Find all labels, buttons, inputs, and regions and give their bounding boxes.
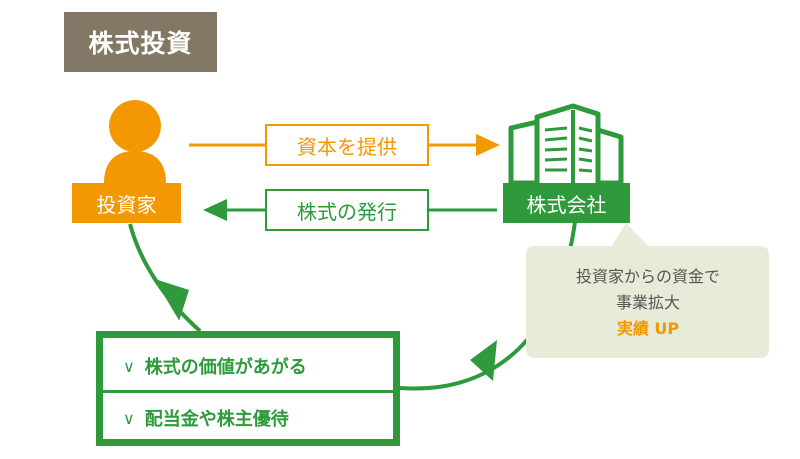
company-label: 株式会社 (503, 183, 630, 223)
cycle-arrowhead-right (470, 340, 497, 381)
issue-flow-label: 株式の発行 (265, 189, 429, 231)
page-title: 株式投資 (64, 12, 217, 72)
callout-bubble (526, 223, 769, 358)
callout-highlight: 実績 UP (616, 319, 680, 338)
cycle-arc-left (128, 223, 202, 333)
check-mark-icon: ∨ (123, 408, 135, 428)
issue-arrowhead (203, 199, 227, 221)
benefit-box: ∨ 株式の価値があがる ∨ 配当金や株主優待 (96, 331, 400, 446)
callout: 投資家からの資金で 事業拡大 実績 UP (527, 248, 769, 358)
company-building-icon (508, 103, 624, 186)
benefit-item: ∨ 配当金や株主優待 (103, 394, 393, 442)
check-mark-icon: ∨ (123, 356, 135, 376)
capital-arrowhead (476, 134, 500, 156)
investor-label: 投資家 (72, 183, 181, 223)
benefit-text: 配当金や株主優待 (144, 409, 289, 430)
cycle-arrowhead-left (154, 278, 190, 321)
callout-line-1: 投資家からの資金で (575, 267, 720, 286)
investor-person-icon (104, 100, 166, 183)
benefit-text: 株式の価値があがる (144, 357, 307, 378)
benefit-item: ∨ 株式の価値があがる (103, 342, 393, 390)
capital-flow-label: 資本を提供 (265, 124, 429, 166)
benefit-divider (103, 390, 393, 393)
callout-line-2: 事業拡大 (615, 293, 680, 312)
